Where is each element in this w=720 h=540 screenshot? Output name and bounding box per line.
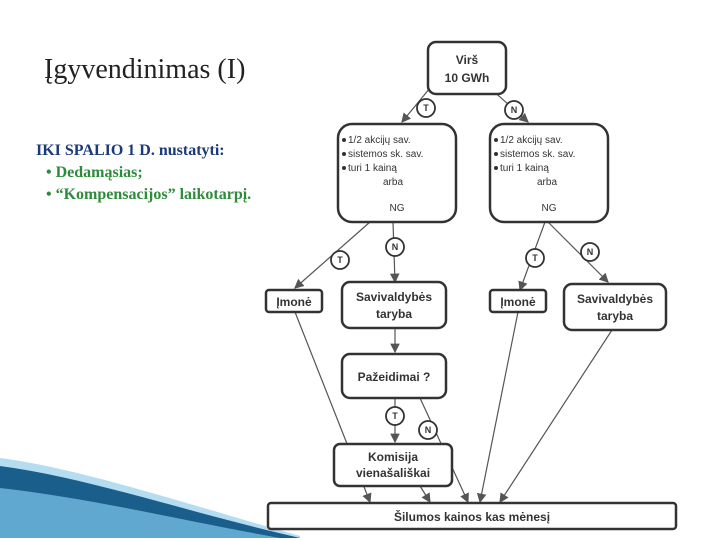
bullet-dot — [494, 152, 498, 156]
no-marker-label: N — [425, 425, 432, 435]
no-marker — [580, 242, 600, 262]
yes-marker-label: T — [423, 103, 429, 113]
no-marker — [418, 420, 438, 440]
node-imone-left — [264, 288, 324, 314]
node-top — [426, 40, 508, 96]
node-taryba-right-line1: Savivaldybės — [577, 292, 653, 306]
node-bottom — [266, 501, 678, 531]
left-criteria-footer: NG — [390, 203, 405, 214]
node-komisija — [332, 442, 454, 488]
edge-imone-right-bottom — [476, 311, 519, 504]
intro-text: IKI SPALIO 1 D. nustatyti: • Dedamąsias;… — [36, 140, 251, 206]
right-criteria-item-3: turi 1 kainą — [500, 163, 549, 174]
right-criteria-item-2: sistemos sk. sav. — [500, 149, 575, 160]
edge-taryba-right-bottom — [499, 329, 613, 504]
node-taryba-right-line2: taryba — [597, 309, 633, 323]
node-imone-left-label: Įmonė — [276, 295, 312, 309]
bullet-dot — [494, 166, 498, 170]
no-marker — [504, 100, 524, 120]
node-imone-right-label: Įmonė — [500, 295, 536, 309]
right-criteria-join: arba — [537, 177, 557, 188]
node-pazeidimai-label: Pažeidimai ? — [358, 370, 431, 384]
node-komisija-line2: vienašališkai — [356, 466, 430, 480]
yes-marker-label: T — [532, 253, 538, 263]
bullet-dot — [342, 166, 346, 170]
node-pazeidimai — [340, 352, 448, 400]
node-right-criteria — [488, 122, 610, 224]
intro-bullet-1: • Dedamąsias; — [46, 164, 143, 181]
intro-bullet-2: • “Kompensacijos” laikotarpį. — [46, 186, 252, 203]
no-marker-label: N — [587, 247, 594, 257]
node-taryba-left-line2: taryba — [376, 307, 412, 321]
right-criteria-item-1: 1/2 akcijų sav. — [500, 135, 563, 146]
node-top-line2: 10 GWh — [445, 71, 490, 85]
left-criteria-item-1: 1/2 akcijų sav. — [348, 135, 411, 146]
page-title: Įgyvendinimas (I) — [44, 54, 246, 85]
node-left-criteria — [336, 122, 458, 224]
left-criteria-item-2: sistemos sk. sav. — [348, 149, 423, 160]
node-taryba-right — [562, 282, 668, 332]
yes-marker — [385, 406, 405, 426]
yes-marker — [330, 250, 350, 270]
bullet-dot — [494, 138, 498, 142]
edge-komisija-bottom — [419, 485, 431, 504]
intro-heading: IKI SPALIO 1 D. nustatyti: — [36, 142, 225, 159]
edge-top-left — [401, 87, 431, 123]
node-komisija-line1: Komisija — [368, 450, 418, 464]
bullet-dot — [342, 138, 346, 142]
yes-marker — [416, 98, 436, 118]
node-imone-right — [488, 288, 548, 314]
yes-marker — [525, 248, 545, 268]
no-marker-label: N — [511, 105, 518, 115]
yes-marker-label: T — [337, 255, 343, 265]
right-criteria-footer: NG — [542, 203, 557, 214]
node-bottom-label: Šilumos kainos kas mėnesį — [394, 509, 550, 524]
node-taryba-left-line1: Savivaldybės — [356, 290, 432, 304]
left-criteria-item-3: turi 1 kainą — [348, 163, 397, 174]
edge-right-taryba — [547, 221, 609, 283]
left-criteria-join: arba — [383, 177, 403, 188]
node-taryba-left — [340, 280, 448, 330]
no-marker — [385, 237, 405, 257]
bullet-dot — [342, 152, 346, 156]
yes-marker-label: T — [392, 411, 398, 421]
decorative-swoosh — [0, 458, 300, 538]
no-marker-label: N — [392, 242, 399, 252]
node-top-line1: Virš — [456, 53, 479, 67]
